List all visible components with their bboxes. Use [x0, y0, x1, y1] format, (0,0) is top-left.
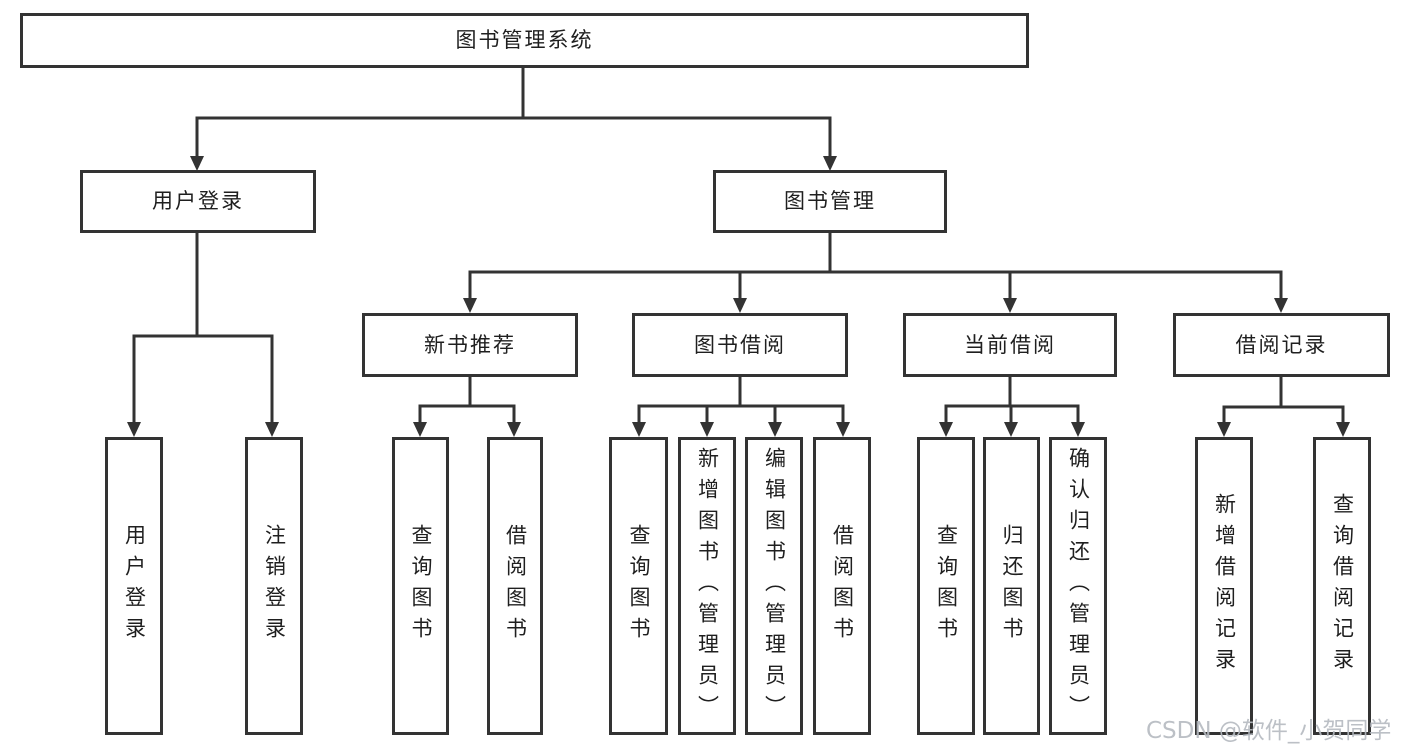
leaf-query-books-borrow: 查询图书 [609, 437, 668, 735]
node-book-management-branch: 图书管理 [713, 170, 947, 233]
leaf-edit-books-admin: 编辑图书（管理员） [745, 437, 803, 735]
leaf-confirm-return-admin: 确认归还（管理员） [1049, 437, 1107, 735]
leaf-query-books-recommend: 查询图书 [392, 437, 449, 735]
leaf-return-books-label: 归还图书 [1000, 524, 1024, 648]
node-book-management-branch-label: 图书管理 [784, 189, 876, 213]
leaf-add-books-admin: 新增图书（管理员） [678, 437, 736, 735]
leaf-borrow-books: 借阅图书 [813, 437, 871, 735]
leaf-query-books-current-label: 查询图书 [934, 524, 959, 648]
leaf-query-books-borrow-label: 查询图书 [627, 524, 651, 648]
leaf-borrow-books-recommend-label: 借阅图书 [503, 524, 528, 648]
leaf-query-borrow-record-label: 查询借阅记录 [1330, 493, 1355, 679]
node-user-login-branch-label: 用户登录 [152, 189, 244, 213]
leaf-logout: 注销登录 [245, 437, 303, 735]
node-new-book-recommend: 新书推荐 [362, 313, 578, 377]
leaf-confirm-return-admin-label: 确认归还（管理员） [1066, 446, 1091, 726]
node-new-book-recommend-label: 新书推荐 [424, 332, 516, 357]
leaf-edit-books-admin-label: 编辑图书（管理员） [762, 446, 787, 726]
leaf-borrow-books-label: 借阅图书 [830, 524, 855, 648]
leaf-add-borrow-record-label: 新增借阅记录 [1212, 493, 1237, 679]
csdn-watermark: CSDN @软件_小贺同学 [1146, 718, 1392, 744]
node-borrow-records-label: 借阅记录 [1235, 332, 1328, 357]
node-user-login-branch: 用户登录 [80, 170, 316, 233]
leaf-logout-label: 注销登录 [262, 524, 287, 648]
node-current-borrow-label: 当前借阅 [964, 332, 1056, 357]
node-library-system-root: 图书管理系统 [20, 13, 1029, 68]
leaf-add-books-admin-label: 新增图书（管理员） [695, 446, 720, 726]
node-current-borrow: 当前借阅 [903, 313, 1117, 377]
leaf-query-books-current: 查询图书 [917, 437, 975, 735]
leaf-return-books: 归还图书 [983, 437, 1040, 735]
leaf-add-borrow-record: 新增借阅记录 [1195, 437, 1253, 735]
leaf-query-books-recommend-label: 查询图书 [409, 524, 433, 648]
leaf-user-login: 用户登录 [105, 437, 163, 735]
node-library-system-root-label: 图书管理系统 [455, 28, 594, 52]
leaf-query-borrow-record: 查询借阅记录 [1313, 437, 1371, 735]
node-borrow-records: 借阅记录 [1173, 313, 1390, 377]
node-book-borrow: 图书借阅 [632, 313, 848, 377]
leaf-borrow-books-recommend: 借阅图书 [487, 437, 543, 735]
node-book-borrow-label: 图书借阅 [694, 332, 786, 357]
leaf-user-login-label: 用户登录 [122, 524, 147, 648]
